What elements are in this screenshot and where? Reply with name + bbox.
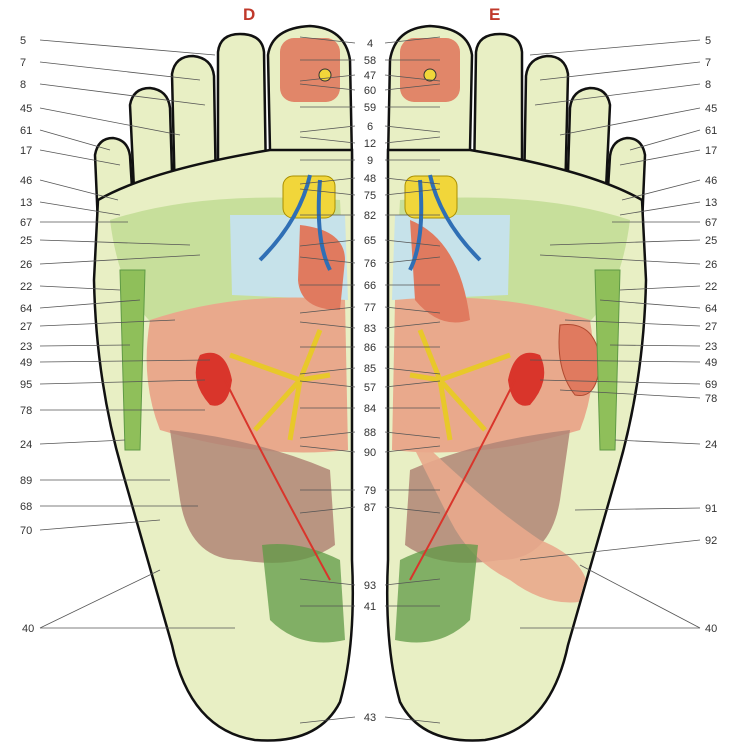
right-foot bbox=[94, 26, 353, 741]
label-right-5: 5 bbox=[705, 35, 711, 47]
label-left-61: 61 bbox=[20, 125, 32, 137]
label-center-77: 77 bbox=[364, 302, 376, 314]
leader-line bbox=[615, 440, 700, 444]
label-left-22: 22 bbox=[20, 281, 32, 293]
label-left-46: 46 bbox=[20, 175, 32, 187]
label-center-9: 9 bbox=[367, 155, 373, 167]
label-center-60: 60 bbox=[364, 85, 376, 97]
label-right-23: 23 bbox=[705, 341, 717, 353]
label-right-8: 8 bbox=[705, 79, 711, 91]
label-center-85: 85 bbox=[364, 363, 376, 375]
label-center-66: 66 bbox=[364, 280, 376, 292]
label-left-13: 13 bbox=[20, 197, 32, 209]
label-center-12: 12 bbox=[364, 138, 376, 150]
label-left-25: 25 bbox=[20, 235, 32, 247]
right-foot-letter: D bbox=[243, 5, 255, 24]
left-foot-letter: E bbox=[489, 5, 500, 24]
leader-line bbox=[40, 130, 110, 150]
label-right-22: 22 bbox=[705, 281, 717, 293]
label-center-76: 76 bbox=[364, 258, 376, 270]
label-right-91: 91 bbox=[705, 503, 717, 515]
label-center-75: 75 bbox=[364, 190, 376, 202]
label-center-47: 47 bbox=[364, 70, 376, 82]
label-right-69: 69 bbox=[705, 379, 717, 391]
label-left-45: 45 bbox=[20, 103, 32, 115]
label-right-25: 25 bbox=[705, 235, 717, 247]
leader-line bbox=[580, 565, 700, 628]
label-center-48: 48 bbox=[364, 173, 376, 185]
label-center-65: 65 bbox=[364, 235, 376, 247]
label-center-87: 87 bbox=[364, 502, 376, 514]
label-left-67: 67 bbox=[20, 217, 32, 229]
label-center-57: 57 bbox=[364, 382, 376, 394]
label-left-89: 89 bbox=[20, 475, 32, 487]
label-right-27: 27 bbox=[705, 321, 717, 333]
leader-line bbox=[40, 40, 215, 55]
leader-line bbox=[40, 570, 160, 628]
label-left-95: 95 bbox=[20, 379, 32, 391]
label-center-43: 43 bbox=[364, 712, 376, 724]
label-left-27: 27 bbox=[20, 321, 32, 333]
label-left-17: 17 bbox=[20, 145, 32, 157]
label-left-5: 5 bbox=[20, 35, 26, 47]
label-center-93: 93 bbox=[364, 580, 376, 592]
label-right-7: 7 bbox=[705, 57, 711, 69]
label-left-49: 49 bbox=[20, 357, 32, 369]
label-right-40: 40 bbox=[705, 623, 717, 635]
leader-line bbox=[530, 40, 700, 55]
label-right-24: 24 bbox=[705, 439, 717, 451]
label-right-26: 26 bbox=[705, 259, 717, 271]
label-right-46: 46 bbox=[705, 175, 717, 187]
label-center-4: 4 bbox=[367, 38, 373, 50]
label-left-26: 26 bbox=[20, 259, 32, 271]
label-center-6: 6 bbox=[367, 121, 373, 133]
label-left-64: 64 bbox=[20, 303, 32, 315]
label-center-58: 58 bbox=[364, 55, 376, 67]
label-left-40: 40 bbox=[22, 623, 34, 635]
label-right-17: 17 bbox=[705, 145, 717, 157]
leader-line bbox=[630, 130, 700, 150]
label-center-83: 83 bbox=[364, 323, 376, 335]
label-right-67: 67 bbox=[705, 217, 717, 229]
label-center-88: 88 bbox=[364, 427, 376, 439]
label-left-8: 8 bbox=[20, 79, 26, 91]
label-left-7: 7 bbox=[20, 57, 26, 69]
leader-line bbox=[40, 440, 125, 444]
label-center-79: 79 bbox=[364, 485, 376, 497]
label-left-68: 68 bbox=[20, 501, 32, 513]
left-foot bbox=[387, 26, 646, 741]
label-right-61: 61 bbox=[705, 125, 717, 137]
label-right-49: 49 bbox=[705, 357, 717, 369]
label-center-86: 86 bbox=[364, 342, 376, 354]
label-right-78: 78 bbox=[705, 393, 717, 405]
label-left-23: 23 bbox=[20, 341, 32, 353]
label-right-13: 13 bbox=[705, 197, 717, 209]
label-right-45: 45 bbox=[705, 103, 717, 115]
label-right-64: 64 bbox=[705, 303, 717, 315]
label-center-59: 59 bbox=[364, 102, 376, 114]
label-left-24: 24 bbox=[20, 439, 32, 451]
label-right-92: 92 bbox=[705, 535, 717, 547]
label-center-84: 84 bbox=[364, 403, 376, 415]
label-left-70: 70 bbox=[20, 525, 32, 537]
label-left-78: 78 bbox=[20, 405, 32, 417]
label-center-41: 41 bbox=[364, 601, 376, 613]
label-center-82: 82 bbox=[364, 210, 376, 222]
label-center-90: 90 bbox=[364, 447, 376, 459]
